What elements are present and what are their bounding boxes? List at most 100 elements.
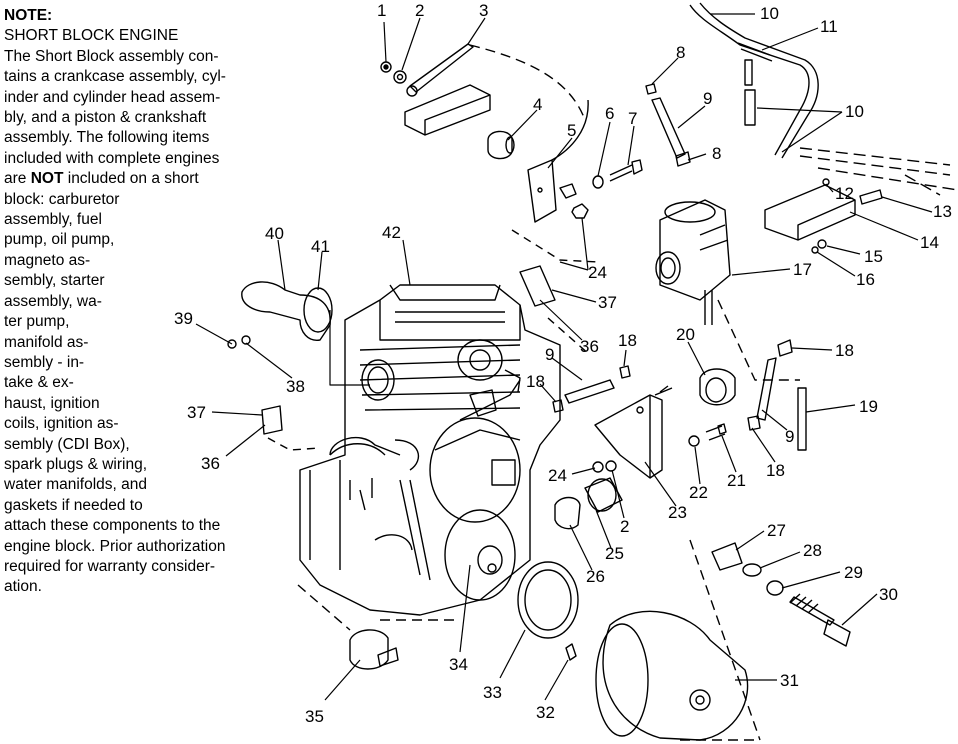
- leader-line-25: [595, 509, 612, 549]
- part-32-screw: [565, 643, 577, 661]
- part-40-intake-elbow: [241, 281, 331, 341]
- note-line: sembly, starter: [4, 272, 105, 290]
- callout-2: 2: [620, 517, 629, 536]
- part-39-screw: [227, 339, 237, 349]
- callout-3: 3: [479, 1, 488, 20]
- callout-16: 16: [856, 270, 875, 289]
- note-line: sembly - in-: [4, 353, 85, 371]
- callout-12: 12: [835, 184, 854, 203]
- part-19-hose: [797, 387, 807, 451]
- callout-39: 39: [174, 309, 193, 328]
- leader-line-36: [539, 299, 583, 341]
- part-20-rubber-mount: [699, 368, 736, 406]
- part-36-fitting: [519, 265, 556, 307]
- upper-bracket: [404, 84, 491, 136]
- note-not-suffix: included on a short: [63, 170, 199, 188]
- leader-line-15: [826, 245, 861, 255]
- leader-line-29: [781, 571, 841, 589]
- callout-30: 30: [879, 585, 898, 604]
- part-22-washer: [688, 435, 700, 447]
- leader-line-1: [383, 21, 387, 63]
- part-42-engine-block: [299, 284, 561, 616]
- part-18-clamp: [747, 415, 761, 431]
- callout-35: 35: [305, 707, 324, 726]
- callout-labels: 1 2 3 10 11 8 4 5 6 7 9 8 10 12 13 14 15…: [174, 1, 952, 726]
- leader-line-37: [551, 289, 597, 303]
- note-line: assembly. The following items: [4, 129, 210, 147]
- part-12-screw: [822, 178, 830, 186]
- callout-37: 37: [187, 403, 206, 422]
- part-10-fuel-line: [689, 4, 810, 156]
- callout-5: 5: [567, 121, 576, 140]
- callout-15: 15: [864, 247, 883, 266]
- leader-line-2: [401, 17, 421, 71]
- leader-line-5: [547, 137, 573, 169]
- callout-24: 24: [548, 466, 567, 485]
- leader-line-32: [544, 659, 569, 701]
- callout-2: 2: [415, 1, 424, 20]
- callout-36: 36: [580, 337, 599, 356]
- note-not-prefix: are: [4, 170, 31, 188]
- callout-32: 32: [536, 703, 555, 722]
- part-8-clamp: [675, 151, 691, 167]
- note-line: magneto as-: [4, 251, 91, 269]
- leader-line-18: [791, 347, 833, 351]
- part-2-washer: [393, 70, 407, 84]
- callout-11: 11: [820, 17, 838, 36]
- leader-line-2: [611, 469, 625, 519]
- part-16-nut: [811, 246, 819, 254]
- part-9-hose: [756, 357, 777, 421]
- part-4-rubber-mount: [487, 130, 513, 160]
- part-6-washer: [592, 175, 604, 189]
- leader-line-24: [571, 467, 596, 475]
- part-29-washer: [766, 580, 784, 596]
- leader-line-9: [551, 357, 583, 381]
- leader-line-17: [731, 268, 791, 276]
- leader-line-36: [225, 424, 266, 457]
- part-31-drive-pulley: [602, 610, 749, 741]
- leader-line-21: [721, 435, 737, 473]
- leader-line-22: [694, 446, 701, 485]
- leader-line-8: [651, 57, 679, 85]
- leader-line-7: [627, 125, 635, 166]
- note-line: assembly, fuel: [4, 211, 102, 229]
- leader-line-41: [317, 251, 323, 291]
- leader-line-4: [507, 109, 538, 141]
- leader-line-34: [459, 564, 471, 653]
- leader-line-10: [756, 107, 843, 113]
- leader-line-18: [539, 383, 557, 403]
- note-not-line: are NOT included on a short: [4, 169, 304, 189]
- leader-line-11: [761, 27, 819, 51]
- note-line: coils, ignition as-: [4, 415, 119, 433]
- part-23-mounting-plate: [594, 394, 663, 479]
- part-10-line-section: [744, 59, 753, 86]
- callout-20: 20: [676, 325, 695, 344]
- callout-27: 27: [767, 521, 786, 540]
- leader-line-13: [881, 196, 933, 213]
- note-not-word: NOT: [30, 170, 64, 188]
- leader-line-37: [211, 411, 263, 416]
- callout-9: 9: [785, 427, 794, 446]
- part-9-hose: [564, 379, 615, 404]
- leader-line-19: [805, 404, 856, 413]
- leader-line-8: [687, 153, 707, 161]
- leader-line-3: [467, 17, 486, 45]
- callout-1: 1: [377, 1, 386, 20]
- leader-line-40: [277, 239, 286, 291]
- note-line: engine block. Prior authorization: [4, 537, 226, 555]
- note-line: The Short Block assembly con-: [4, 47, 219, 65]
- note-line: inder and cylinder head assem-: [4, 88, 221, 106]
- note-line: sembly (CDI Box),: [4, 435, 130, 453]
- leader-line-42: [402, 239, 411, 286]
- part-13-screw: [859, 189, 883, 205]
- leader-line-18: [751, 427, 776, 463]
- callout-13: 13: [933, 202, 952, 221]
- part-11-fuel-filter: [737, 42, 773, 62]
- note-line: included with complete engines: [4, 149, 220, 167]
- note-line: assembly, wa-: [4, 292, 102, 310]
- callout-4: 4: [533, 95, 542, 114]
- leader-line-14: [849, 211, 919, 241]
- note-line: pump, oil pump,: [4, 231, 115, 249]
- note-line: water manifolds, and: [4, 476, 148, 494]
